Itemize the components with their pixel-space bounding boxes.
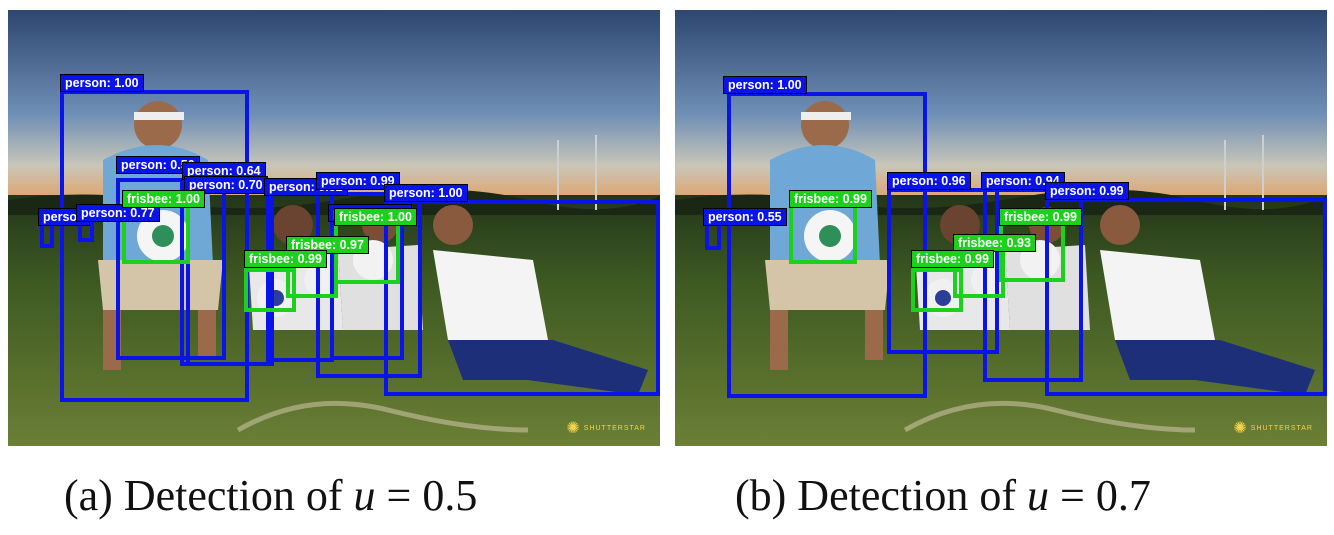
- detection-label: person: 0.96: [887, 172, 971, 190]
- frisbee-box: [911, 268, 963, 312]
- detection-label: frisbee: 0.93: [953, 234, 1036, 252]
- person-box: [887, 188, 999, 354]
- detection-panel-b: person: 1.00 person: 0.55 person: 0.96 p…: [675, 10, 1327, 446]
- detection-label: person: 0.77: [76, 204, 160, 222]
- caption-a: (a) Detection of u = 0.5: [64, 471, 478, 520]
- detection-label: frisbee: 0.97: [286, 236, 369, 254]
- frisbee-box: [789, 200, 857, 264]
- detection-label: frisbee: 1.00: [334, 208, 417, 226]
- detection-label: person: 0.70: [184, 176, 268, 194]
- detection-label: frisbee: 0.99: [911, 250, 994, 268]
- detection-label: person: 0.99: [316, 172, 400, 190]
- detection-label: frisbee: 1.00: [122, 190, 205, 208]
- person-box: [983, 188, 1083, 382]
- detection-label: person: 0.94: [981, 172, 1065, 190]
- caption-b: (b) Detection of u = 0.7: [735, 471, 1151, 520]
- frisbee-box: [244, 268, 296, 312]
- detection-label: frisbee: 0.99: [789, 190, 872, 208]
- detection-label: person: 1.00: [723, 76, 807, 94]
- person-box: [316, 192, 422, 378]
- detection-label: person: 0.99: [1045, 182, 1129, 200]
- person-box: [116, 178, 226, 360]
- detection-label: frisbee: 0.99: [999, 208, 1082, 226]
- detection-panel-a: person: 1.00 person: 0.56 person: 0.64 p…: [8, 10, 660, 446]
- detection-label: person: 0.55: [703, 208, 787, 226]
- detection-label: frisbee: 0.99: [244, 250, 327, 268]
- detection-label: person: 1.00: [384, 184, 468, 202]
- watermark: ✺SHUTTERSTAR: [1233, 420, 1313, 437]
- watermark: ✺SHUTTERSTAR: [566, 420, 646, 437]
- detection-label: person: 1.00: [60, 74, 144, 92]
- person-box: [60, 90, 249, 402]
- person-box: [727, 92, 927, 398]
- person-box: [384, 200, 660, 396]
- person-box: [1045, 198, 1327, 396]
